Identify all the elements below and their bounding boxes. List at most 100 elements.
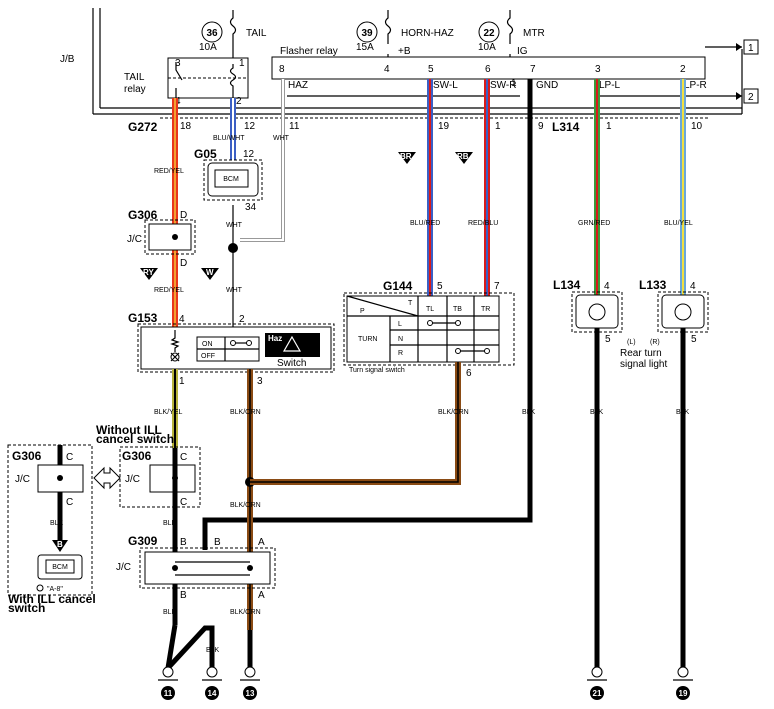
svg-text:"A-8": "A-8" [47, 586, 63, 593]
svg-text:2: 2 [236, 96, 242, 107]
svg-text:BLK: BLK [163, 609, 177, 616]
tag-br: BR [398, 152, 416, 164]
svg-text:WHT: WHT [226, 287, 243, 294]
svg-text:T: T [408, 300, 413, 307]
svg-text:LP-L: LP-L [599, 80, 621, 91]
svg-text:2: 2 [748, 92, 754, 103]
svg-text:19: 19 [438, 121, 450, 132]
svg-text:switch: switch [8, 601, 45, 615]
g153-hazard-switch: G153 4 2 ON OFF Haz Switch 1 3 [128, 311, 335, 387]
svg-text:BLU/RED: BLU/RED [410, 220, 440, 227]
flasher-relay: Flasher relay 8 4 5 6 7 3 2 1 HAZ SW-L S… [271, 46, 707, 91]
svg-text:18: 18 [180, 121, 192, 132]
svg-text:WHT: WHT [273, 135, 290, 142]
fuse-name: HORN-HAZ [401, 28, 454, 39]
svg-text:BR: BR [400, 152, 412, 161]
tag-rb: RB [455, 152, 473, 164]
connector-g306: G306 [122, 449, 152, 463]
svg-text:Without ILL: Without ILL [96, 423, 162, 437]
svg-text:RY: RY [143, 268, 154, 277]
svg-text:TURN: TURN [358, 336, 377, 343]
l134-rear-light-left: L134 4 5 (L) [553, 278, 636, 346]
svg-text:13: 13 [246, 689, 255, 698]
svg-text:(R): (R) [650, 339, 660, 346]
svg-text:5: 5 [691, 334, 697, 345]
wire-blk-ground-11 [165, 624, 178, 669]
svg-text:BLK: BLK [50, 520, 64, 527]
svg-text:signal light: signal light [620, 359, 667, 370]
svg-text:(L): (L) [627, 339, 636, 346]
ref-arrow-1: 1 [705, 39, 759, 55]
svg-text:B: B [57, 540, 63, 549]
fuse-icon [384, 10, 392, 44]
svg-text:B: B [214, 537, 221, 548]
svg-text:5: 5 [437, 281, 443, 292]
svg-text:TAIL: TAIL [124, 72, 145, 83]
fuse-22: 22 MTR 10A IG [478, 10, 545, 57]
svg-text:BLK: BLK [676, 409, 690, 416]
svg-text:RED/YEL: RED/YEL [154, 287, 184, 294]
svg-text:9: 9 [538, 121, 544, 132]
ground-19: 19 [673, 666, 693, 700]
svg-text:A: A [258, 537, 265, 548]
svg-text:GND: GND [536, 80, 558, 91]
svg-text:D: D [180, 258, 187, 269]
wire-blk-orn-2 [250, 362, 461, 485]
svg-text:RB: RB [457, 152, 469, 161]
fuse-amp: 15A [356, 42, 374, 53]
svg-text:SW-R: SW-R [490, 80, 516, 91]
svg-text:6: 6 [466, 368, 472, 379]
ground-11: 11 [158, 666, 178, 700]
svg-text:RED/BLU: RED/BLU [468, 220, 498, 227]
svg-text:BLK/ORN: BLK/ORN [230, 502, 261, 509]
svg-text:L: L [398, 321, 402, 328]
svg-text:BLK: BLK [206, 647, 220, 654]
svg-text:14: 14 [208, 689, 217, 698]
fuse-supply: +B [398, 46, 411, 57]
wire-blk-ground-14 [166, 625, 215, 670]
svg-text:Rear turn: Rear turn [620, 348, 662, 359]
connector-g144: G144 [383, 279, 413, 293]
svg-text:With ILL cancel: With ILL cancel [8, 592, 96, 606]
connector-l133: L133 [639, 278, 667, 292]
svg-text:TB: TB [453, 306, 462, 313]
svg-text:1: 1 [239, 58, 245, 69]
svg-text:C: C [180, 452, 187, 463]
tag-w: W [201, 268, 219, 280]
bcm-label: BCM [223, 176, 239, 183]
svg-text:2: 2 [680, 64, 686, 75]
svg-text:4: 4 [690, 281, 696, 292]
svg-text:1: 1 [606, 121, 612, 132]
flasher-title: Flasher relay [280, 46, 338, 57]
svg-text:Turn signal switch: Turn signal switch [349, 367, 405, 374]
tag-ry: RY [140, 268, 158, 280]
svg-text:6: 6 [485, 64, 491, 75]
connector-g153: G153 [128, 311, 158, 325]
svg-text:4: 4 [179, 314, 185, 325]
svg-text:BCM: BCM [52, 564, 68, 571]
fuse-number: 36 [206, 28, 218, 39]
tail-relay: 3 1 4 2 TAIL relay [124, 42, 249, 107]
svg-text:ON: ON [202, 341, 213, 348]
svg-text:21: 21 [593, 689, 602, 698]
fuse-number: 22 [483, 28, 495, 39]
svg-text:7: 7 [530, 64, 536, 75]
svg-text:12: 12 [243, 149, 255, 160]
jb-label: J/B [60, 54, 75, 65]
connector-g306: G306 [12, 449, 42, 463]
svg-text:10: 10 [691, 121, 703, 132]
svg-text:1: 1 [511, 78, 517, 89]
svg-text:8: 8 [279, 64, 285, 75]
svg-text:B: B [180, 590, 187, 601]
connector-g272: G272 [128, 120, 158, 134]
g306-jc-upper: G306 J/C D D [127, 208, 196, 269]
fuse-supply: IG [517, 46, 528, 57]
fuse-amp: 10A [199, 42, 217, 53]
fuse-amp: 10A [478, 42, 496, 53]
svg-text:RED/YEL: RED/YEL [154, 168, 184, 175]
svg-text:BLK: BLK [522, 409, 536, 416]
g306-jc-without-ill: G306 C J/C C [119, 446, 201, 508]
svg-text:D: D [180, 210, 187, 221]
svg-text:2: 2 [239, 314, 245, 325]
svg-text:BLK: BLK [590, 409, 604, 416]
